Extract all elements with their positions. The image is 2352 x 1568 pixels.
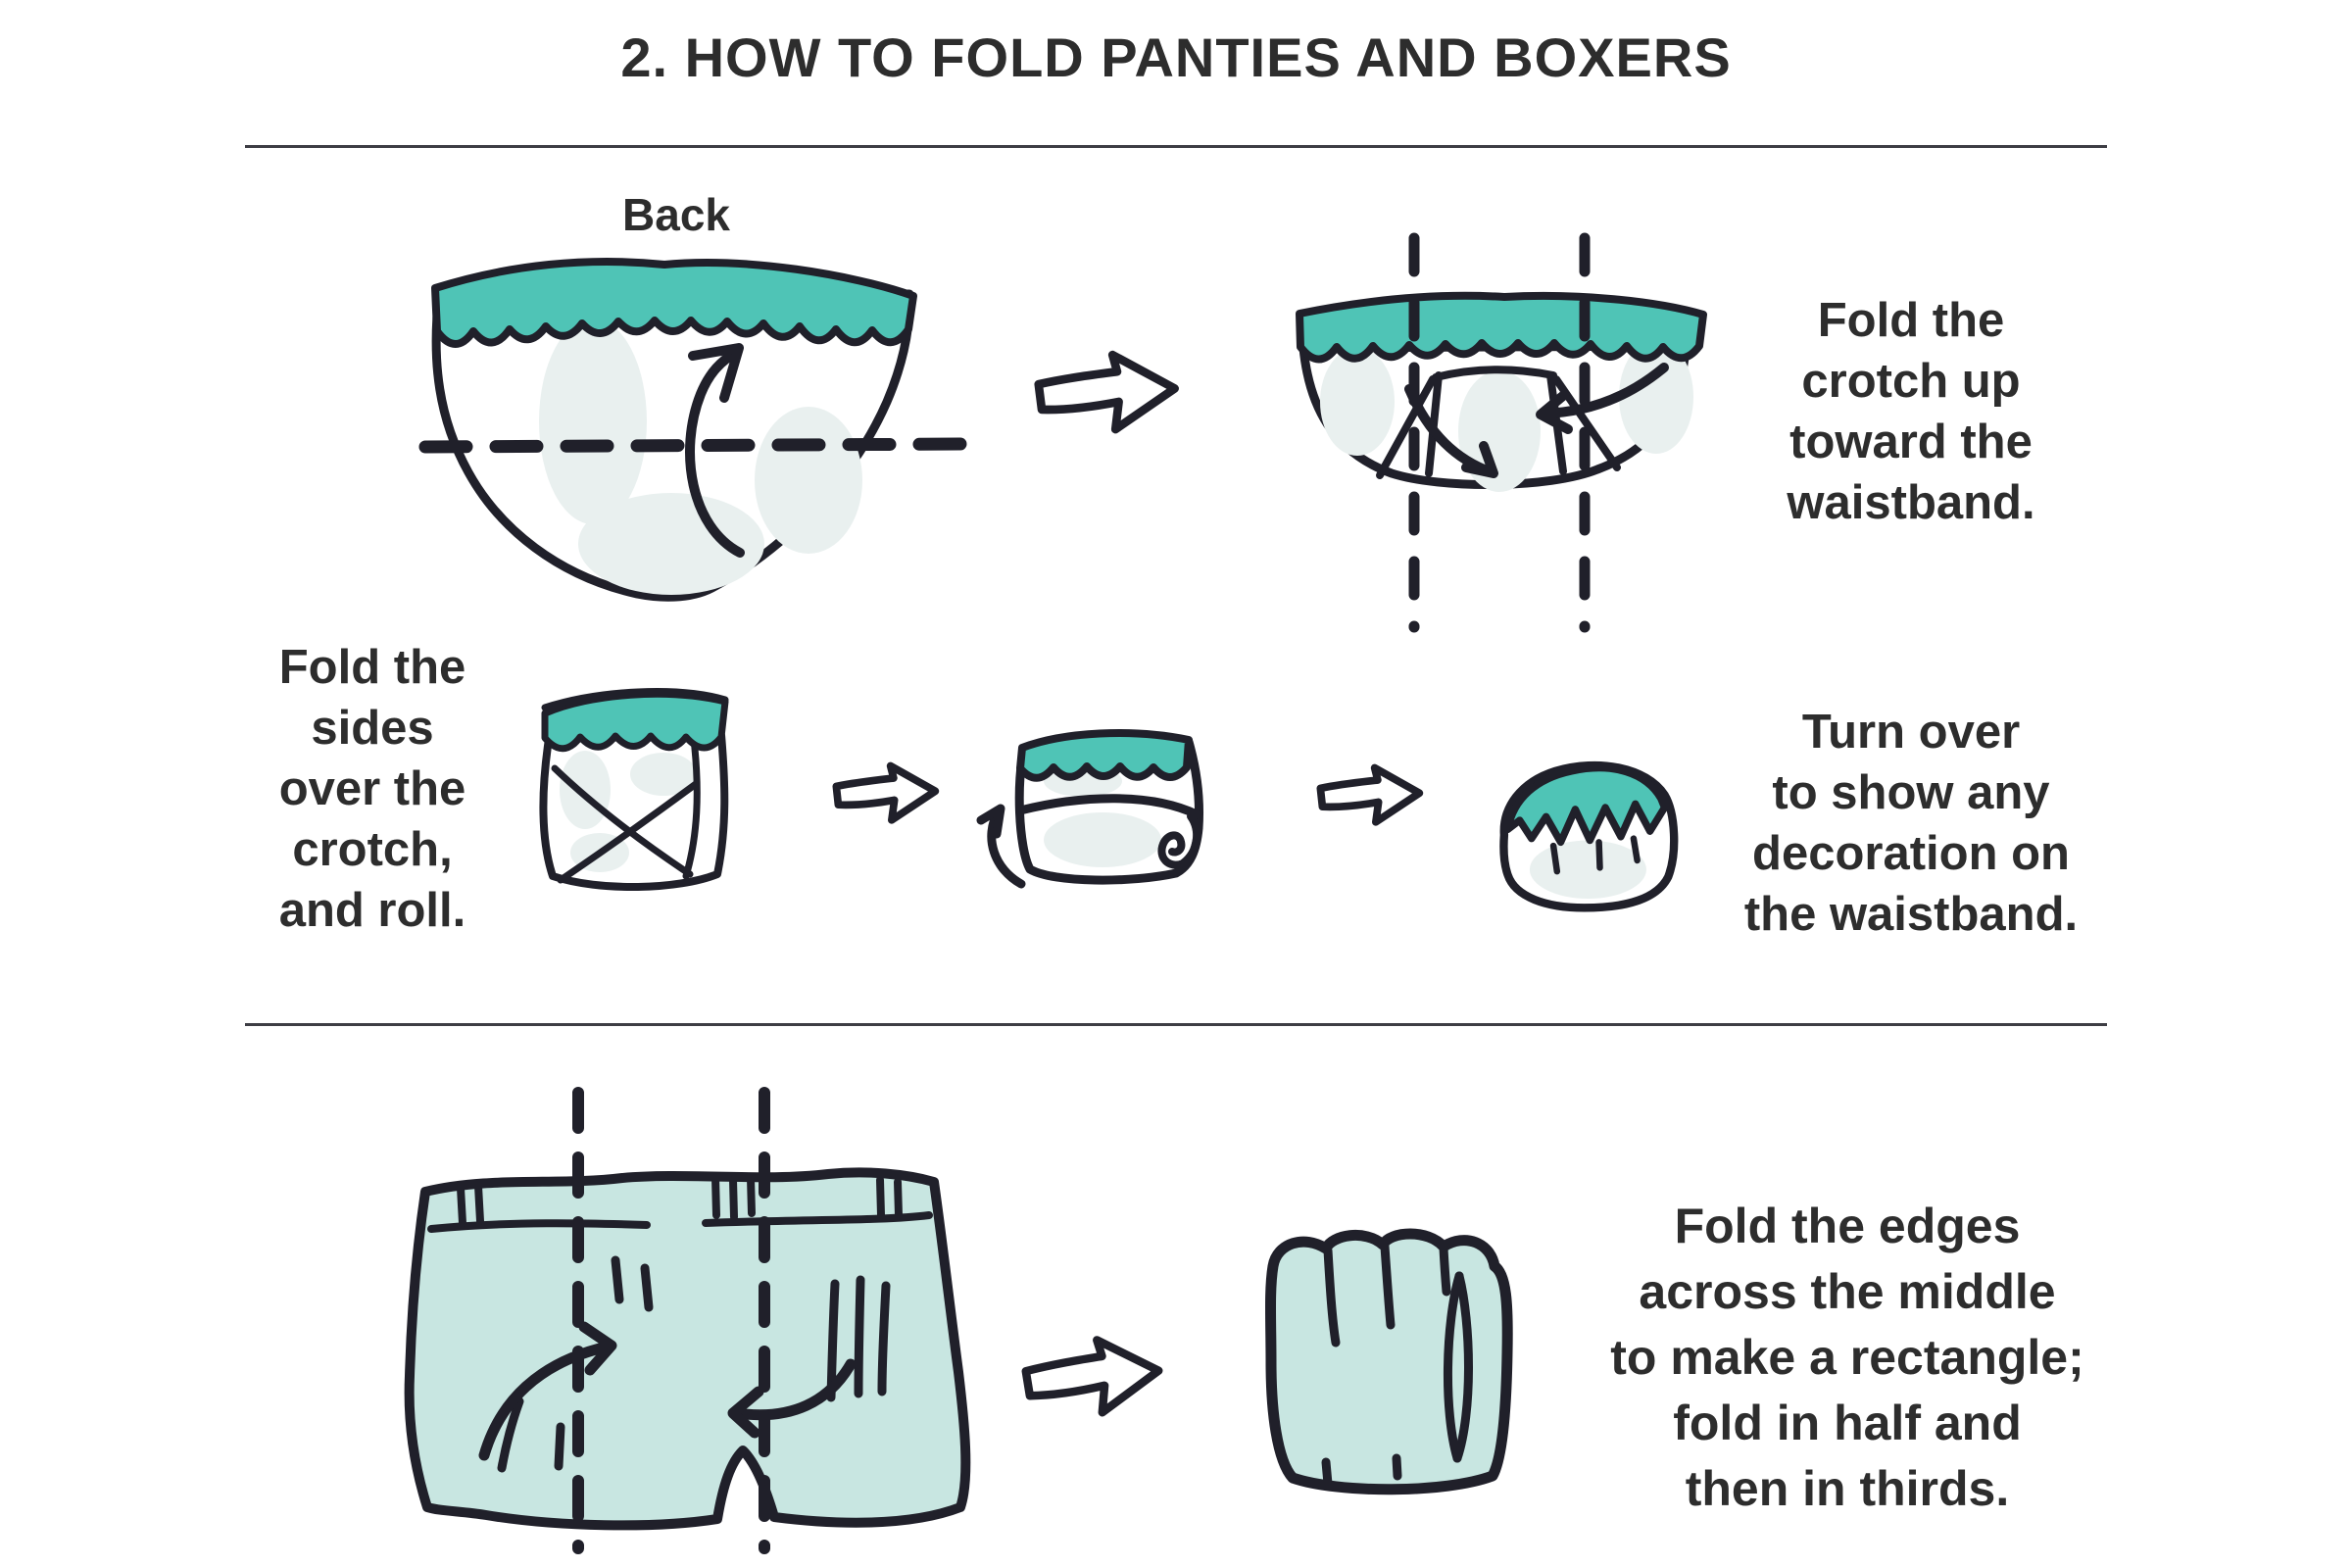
roll-direction-arrow-icon — [976, 804, 1026, 889]
step-arrow-right-icon — [1021, 1336, 1163, 1417]
waistband-decoration-zigzag — [1503, 763, 1669, 847]
step-arrow-right-icon — [1034, 350, 1179, 434]
panties-rolled-illustration — [976, 729, 1203, 889]
folded-crotch-panel — [1376, 366, 1621, 479]
roll-top-edge — [1015, 794, 1201, 819]
step3-caption: Fold the edges across the middle to make… — [1610, 1199, 2084, 1516]
fold-inward-arrow-icon — [478, 1321, 617, 1461]
roll-curl — [1157, 812, 1201, 869]
fabric-shading — [560, 751, 611, 829]
divider-line-bottom — [245, 1023, 2107, 1026]
fold-up-arrow-icon — [685, 343, 745, 558]
fabric-shading — [755, 407, 862, 554]
panties-sides-folded-illustration — [539, 688, 729, 891]
panties-crotch-folded-illustration — [1296, 232, 1707, 633]
back-label: Back — [622, 189, 730, 240]
divider-line-top — [245, 145, 2107, 148]
fold-crease-lines — [551, 735, 701, 884]
horizontal-fold-line-dashed — [418, 437, 977, 454]
fabric-shading — [539, 318, 647, 524]
step1-caption: Fold the crotch up toward the waistband. — [1787, 294, 2035, 529]
step2-left-caption: Fold the sides over the crotch, and roll… — [278, 641, 466, 937]
waistband-scalloped — [431, 258, 917, 348]
fabric-shading — [1044, 812, 1161, 867]
fold-crease-lines — [1321, 1242, 1473, 1489]
waistband-scalloped — [1296, 291, 1707, 364]
step-arrow-right-icon — [832, 761, 940, 824]
waistband-top-line — [541, 688, 729, 711]
fold-inward-arrow-icon — [727, 1358, 857, 1439]
step-arrow-right-icon — [1316, 763, 1424, 826]
boxers-body — [404, 1167, 971, 1531]
elastic-waistband-marks — [427, 1174, 933, 1233]
waistband-scalloped — [1016, 729, 1193, 782]
panties-back-illustration — [418, 258, 977, 602]
fabric-shading — [1529, 840, 1646, 900]
step2-right-caption: Turn over to show any decoration on the … — [1743, 706, 2079, 941]
fabric-shading — [1619, 340, 1693, 454]
fabric-shading — [1320, 348, 1395, 456]
fold-side-arrow-icon — [1536, 363, 1669, 434]
fabric-shading — [578, 493, 764, 595]
decoration-threads — [1549, 835, 1641, 875]
boxers-folded-illustration — [1265, 1228, 1513, 1495]
fabric-shading — [1458, 370, 1541, 492]
fabric-shading — [630, 753, 697, 796]
panties-roll-finished-illustration — [1499, 760, 1679, 912]
boxers-illustration — [404, 1087, 971, 1554]
page-title: 2. HOW TO FOLD PANTIES AND BOXERS — [620, 26, 1732, 88]
